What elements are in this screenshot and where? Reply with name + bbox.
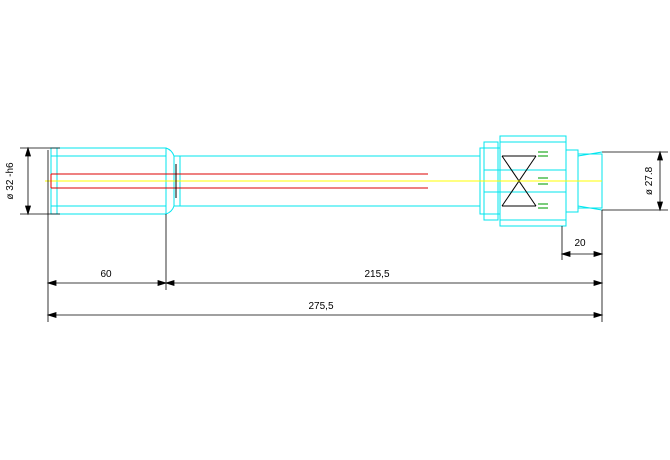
dim-diameter-right: ø 27.8 bbox=[644, 166, 655, 195]
coupling-marks bbox=[538, 151, 548, 209]
right-end-taper-bottom bbox=[577, 205, 603, 211]
neck-transition-top bbox=[165, 147, 180, 157]
dim-length-right-small: 20 bbox=[574, 238, 586, 249]
right-end-taper-top bbox=[577, 151, 603, 157]
dim-length-total: 275,5 bbox=[308, 301, 333, 312]
dim-length-left: 60 bbox=[100, 269, 112, 280]
neck-transition-bottom bbox=[165, 205, 180, 215]
dim-diameter-left: ø 32 -h6 bbox=[5, 162, 16, 200]
bore-lines bbox=[50, 173, 428, 189]
dimension-lines bbox=[20, 146, 668, 322]
dim-length-middle: 215,5 bbox=[364, 269, 389, 280]
